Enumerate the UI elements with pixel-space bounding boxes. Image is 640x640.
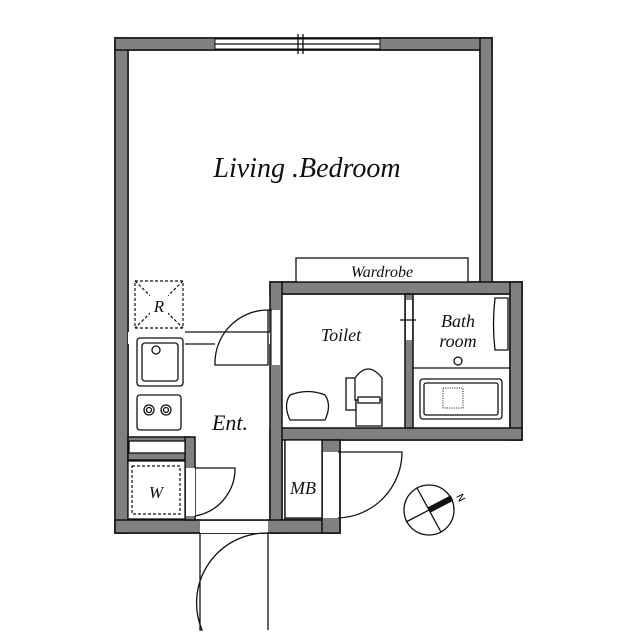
meter-box-label: MB bbox=[289, 478, 316, 498]
meter-box bbox=[284, 439, 323, 519]
refrigerator-label: R bbox=[153, 297, 165, 316]
washer-label: W bbox=[149, 483, 165, 502]
wardrobe[interactable] bbox=[295, 257, 469, 283]
bath-label-1: Bath bbox=[441, 311, 475, 331]
shower bbox=[492, 297, 509, 351]
washer-door[interactable] bbox=[194, 467, 236, 517]
refrigerator-space bbox=[134, 280, 184, 329]
living-bedroom-label: Living .Bedroom bbox=[212, 153, 400, 184]
wardrobe-label: Wardrobe bbox=[351, 264, 413, 281]
entrance-label: Ent. bbox=[211, 410, 248, 435]
toilet-label: Toilet bbox=[321, 325, 362, 345]
washbasin bbox=[285, 390, 330, 421]
north-label: N bbox=[453, 492, 466, 504]
toilet-door[interactable] bbox=[214, 309, 272, 366]
toilet bbox=[354, 368, 383, 401]
faucet bbox=[453, 356, 463, 366]
bath-label-2: room bbox=[439, 331, 476, 351]
shelf bbox=[128, 440, 186, 454]
meter-box-door[interactable] bbox=[337, 451, 403, 519]
washer-space bbox=[127, 460, 186, 520]
entrance-door[interactable] bbox=[195, 532, 269, 631]
toilet-door-opening bbox=[272, 310, 280, 365]
entrance-opening bbox=[200, 521, 268, 533]
stove bbox=[136, 394, 182, 431]
compass-icon: N bbox=[403, 484, 467, 536]
drain-icon bbox=[442, 387, 464, 409]
